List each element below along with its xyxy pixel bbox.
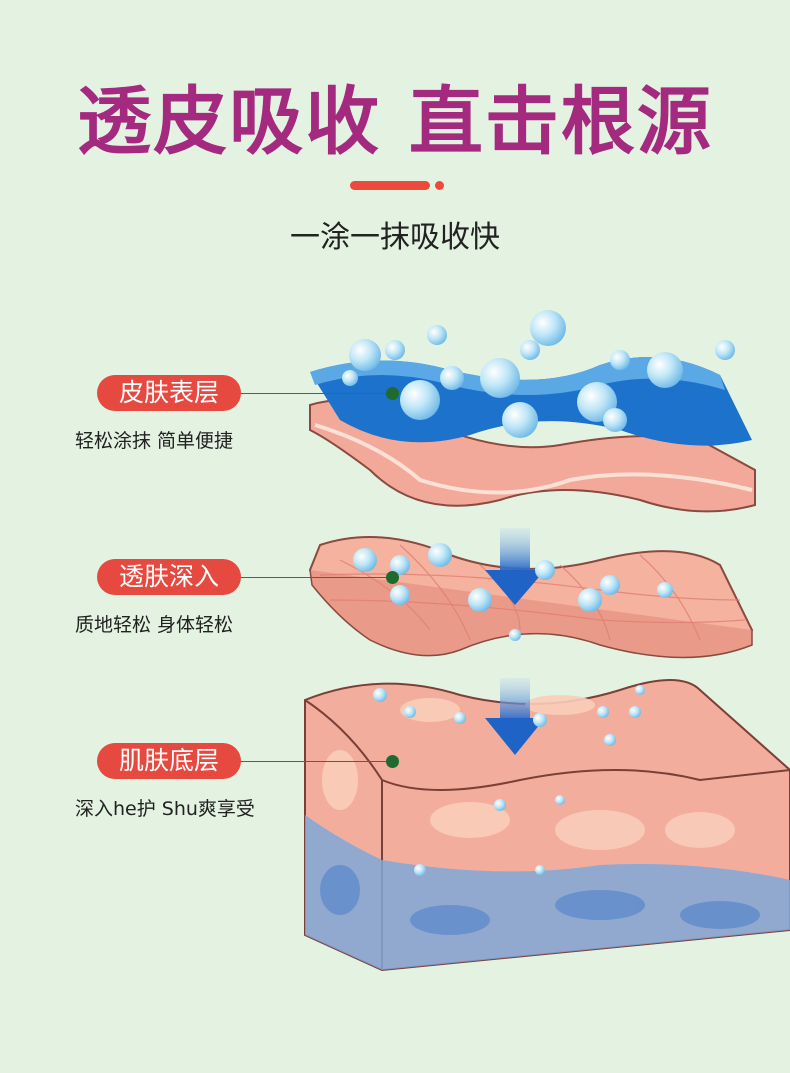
divider-dot <box>435 181 444 190</box>
bubble <box>427 325 447 345</box>
leader-dot <box>386 571 399 584</box>
layer-label-deep: 肌肤底层 <box>97 743 241 779</box>
bubble <box>578 588 602 612</box>
bubble <box>428 543 452 567</box>
subtitle: 一涂一抹吸收快 <box>290 220 500 255</box>
layer-label-epidermis: 皮肤表层 <box>97 375 241 411</box>
bubble <box>414 864 426 876</box>
bubble <box>353 548 377 572</box>
bubble <box>400 380 440 420</box>
bubble <box>509 629 521 641</box>
bubble <box>535 560 555 580</box>
bubble <box>404 706 416 718</box>
bubble <box>635 685 645 695</box>
bubble <box>349 339 381 371</box>
down-arrow-icon <box>485 528 545 605</box>
bubble <box>657 582 673 598</box>
bubbles <box>342 310 735 876</box>
leader-line <box>241 577 391 578</box>
bubble <box>610 350 630 370</box>
bubble <box>502 402 538 438</box>
bubble <box>535 865 545 875</box>
bubble <box>390 585 410 605</box>
down-arrow-icon <box>485 678 545 755</box>
bubble <box>520 340 540 360</box>
layer-label-penetration: 透肤深入 <box>97 559 241 595</box>
bubble <box>468 588 492 612</box>
layer-description-deep: 深入he护 Shu爽享受 <box>75 798 255 820</box>
bubble <box>440 366 464 390</box>
bubble <box>530 310 566 346</box>
bubble <box>715 340 735 360</box>
bubble <box>533 713 547 727</box>
bubble <box>480 358 520 398</box>
bubble <box>373 688 387 702</box>
bubble <box>494 799 506 811</box>
bubble <box>604 734 616 746</box>
divider-bar <box>350 181 430 190</box>
bubble <box>454 712 466 724</box>
bubble <box>390 555 410 575</box>
bubble <box>647 352 683 388</box>
bubble <box>342 370 358 386</box>
leader-dot <box>386 755 399 768</box>
page-title: 透皮吸收 直击根源 <box>77 79 713 165</box>
bubble <box>629 706 641 718</box>
layer-description-penetration: 质地轻松 身体轻松 <box>75 614 234 636</box>
epidermis-layer <box>309 357 756 513</box>
leader-dot <box>386 387 399 400</box>
bubble <box>385 340 405 360</box>
bubble <box>597 706 609 718</box>
subcutaneous-block <box>304 679 790 972</box>
leader-line <box>241 393 391 394</box>
bubble <box>555 795 565 805</box>
dermis-layer <box>308 536 754 659</box>
leader-line <box>241 761 391 762</box>
bubble <box>600 575 620 595</box>
bubble <box>603 408 627 432</box>
layer-description-epidermis: 轻松涂抹 简单便捷 <box>75 430 234 452</box>
